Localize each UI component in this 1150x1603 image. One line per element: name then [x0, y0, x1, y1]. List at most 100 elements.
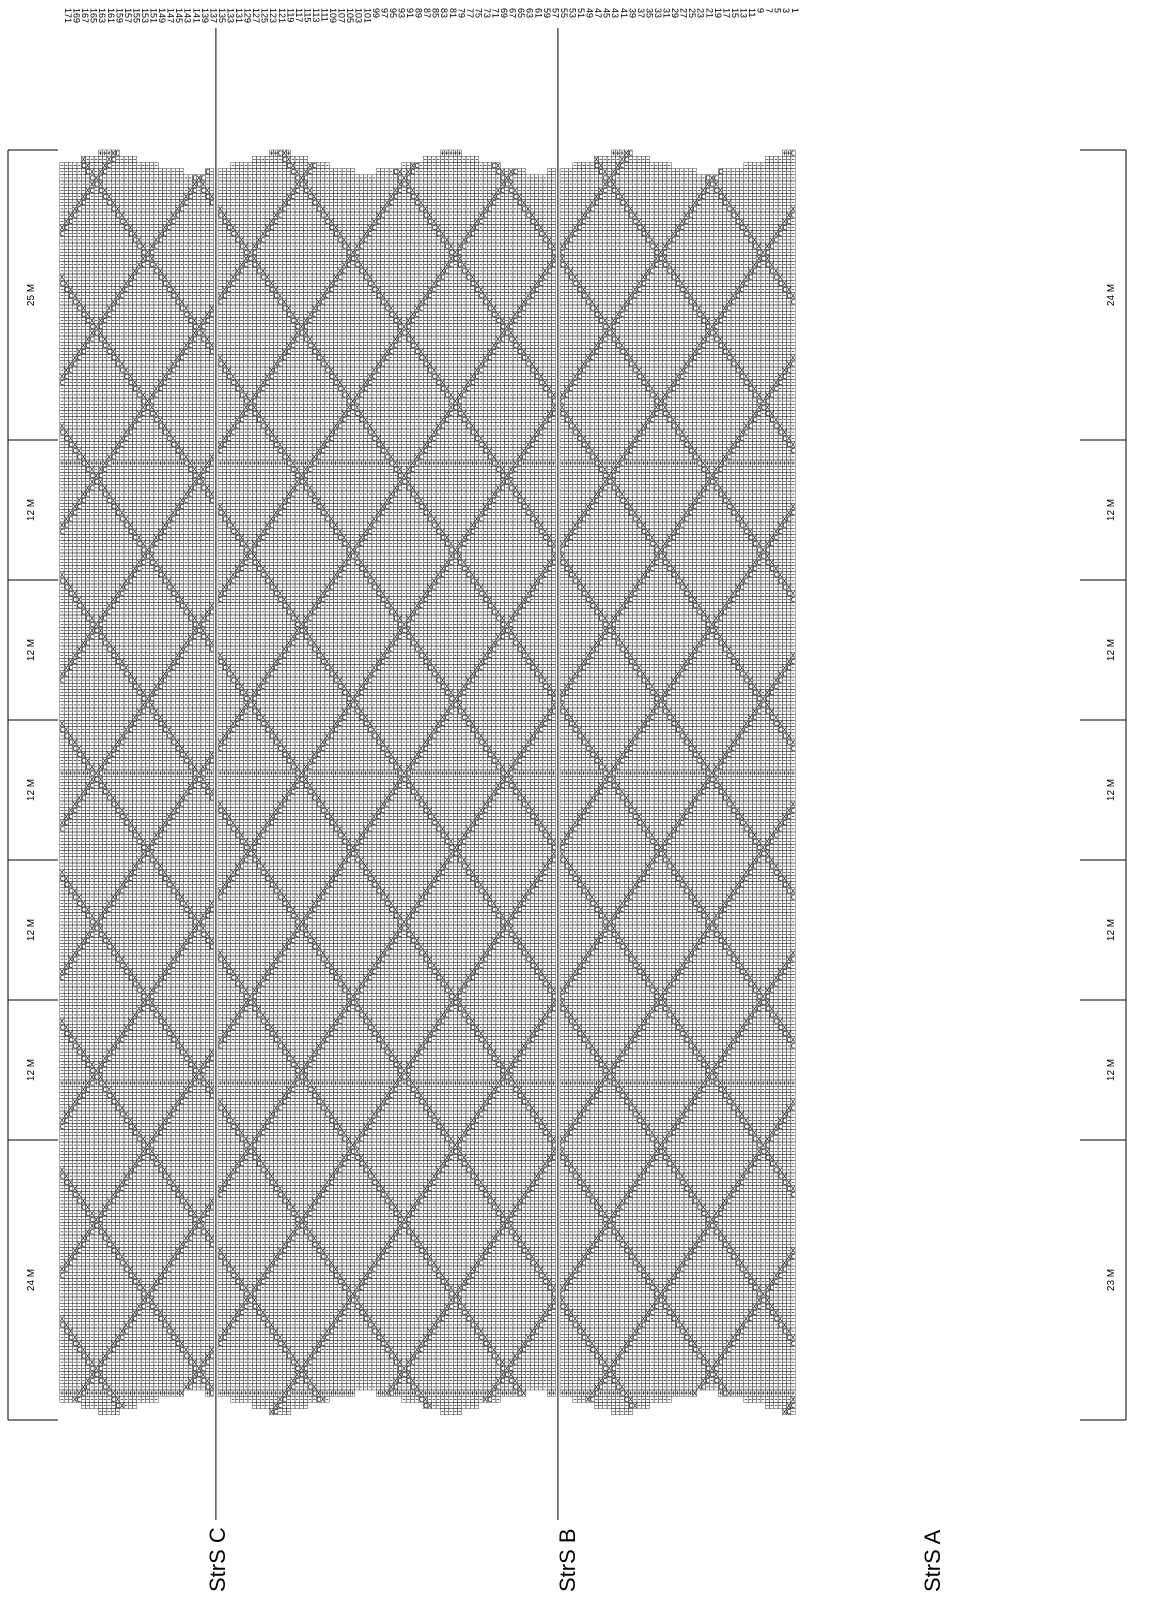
yarn-over-symbol: [78, 1199, 81, 1203]
decrease-symbol: [73, 1397, 76, 1402]
decrease-symbol: [73, 653, 76, 658]
yarn-over-symbol: [78, 455, 81, 459]
stitch-grid: [60, 150, 795, 1415]
yarn-over-symbol: [65, 1118, 68, 1122]
decrease-symbol: [60, 969, 63, 974]
yarn-over-symbol: [73, 1255, 76, 1259]
decrease-symbol: [73, 442, 76, 447]
increase-symbol: [60, 461, 63, 465]
decrease-symbol: [73, 889, 76, 894]
decrease-symbol: [65, 430, 68, 435]
yarn-over-symbol: [69, 889, 72, 893]
decrease-symbol: [77, 349, 80, 354]
yarn-over-symbol: [78, 1100, 81, 1104]
decrease-symbol: [73, 355, 76, 360]
decrease-symbol: [77, 944, 80, 949]
decrease-symbol: [65, 368, 68, 373]
yarn-over-symbol: [69, 442, 72, 446]
yarn-over-symbol: [61, 876, 64, 880]
decrease-symbol: [86, 932, 89, 937]
decrease-symbol: [82, 641, 85, 646]
yarn-over-symbol: [65, 436, 68, 440]
decrease-symbol: [82, 603, 85, 608]
decrease-symbol: [86, 188, 89, 193]
increase-symbol: [73, 1081, 76, 1085]
yarn-over-symbol: [61, 1174, 64, 1178]
increase-symbol: [82, 1081, 85, 1085]
yarn-over-symbol: [73, 362, 76, 366]
yarn-over-symbol: [65, 374, 68, 378]
yarn-over-symbol: [86, 492, 89, 496]
yarn-over-symbol: [78, 356, 81, 360]
yarn-over-symbol: [73, 659, 76, 663]
decrease-symbol: [69, 957, 72, 962]
decrease-symbol: [86, 486, 89, 491]
increase-symbol: [60, 1081, 63, 1085]
decrease-symbol: [69, 1329, 72, 1334]
yarn-over-symbol: [78, 951, 81, 955]
increase-symbol: [73, 1391, 76, 1395]
decrease-symbol: [60, 374, 63, 379]
increase-symbol: [82, 771, 85, 775]
decrease-symbol: [86, 907, 89, 912]
yarn-over-symbol: [82, 201, 85, 205]
yarn-over-symbol: [65, 225, 68, 229]
decrease-symbol: [65, 727, 68, 732]
decrease-symbol: [82, 157, 85, 162]
decrease-symbol: [77, 1044, 80, 1049]
decrease-symbol: [77, 796, 80, 801]
decrease-symbol: [60, 1019, 63, 1024]
yarn-over-symbol: [78, 1248, 81, 1252]
decrease-symbol: [65, 517, 68, 522]
decrease-symbol: [60, 523, 63, 528]
yarn-over-symbol: [73, 957, 76, 961]
decrease-symbol: [86, 634, 89, 639]
decrease-symbol: [60, 225, 63, 230]
decrease-symbol: [77, 1093, 80, 1098]
decrease-symbol: [65, 281, 68, 286]
decrease-symbol: [73, 1335, 76, 1340]
yarn-over-symbol: [82, 1093, 85, 1097]
yarn-over-symbol: [65, 672, 68, 676]
yarn-over-symbol: [82, 461, 85, 465]
yarn-over-symbol: [82, 1391, 85, 1395]
yarn-over-symbol: [65, 1329, 68, 1333]
yarn-over-symbol: [86, 765, 89, 769]
decrease-symbol: [77, 200, 80, 205]
yarn-over-symbol: [73, 213, 76, 217]
yarn-over-symbol: [78, 207, 81, 211]
yarn-over-symbol: [73, 300, 76, 304]
yarn-over-symbol: [73, 808, 76, 812]
yarn-over-symbol: [82, 498, 85, 502]
decrease-symbol: [77, 1192, 80, 1197]
yarn-over-symbol: [61, 827, 64, 831]
yarn-over-symbol: [78, 653, 81, 657]
decrease-symbol: [82, 1385, 85, 1390]
yarn-over-symbol: [65, 821, 68, 825]
decrease-symbol: [86, 337, 89, 342]
decrease-symbol: [65, 579, 68, 584]
decrease-symbol: [82, 343, 85, 348]
yarn-over-symbol: [86, 170, 89, 174]
decrease-symbol: [82, 306, 85, 311]
yarn-over-symbol: [73, 1106, 76, 1110]
increase-symbol: [60, 771, 63, 775]
decrease-symbol: [77, 498, 80, 503]
yarn-over-symbol: [82, 312, 85, 316]
yarn-over-symbol: [65, 969, 68, 973]
yarn-over-symbol: [61, 529, 64, 533]
yarn-over-symbol: [86, 790, 89, 794]
decrease-symbol: [82, 1199, 85, 1204]
increase-symbol: [65, 1391, 68, 1395]
yarn-over-symbol: [61, 281, 64, 285]
decrease-symbol: [86, 163, 89, 168]
yarn-over-symbol: [69, 740, 72, 744]
decrease-symbol: [60, 1168, 63, 1173]
yarn-over-symbol: [73, 1193, 76, 1197]
decrease-symbol: [86, 312, 89, 317]
decrease-symbol: [82, 1087, 85, 1092]
yarn-over-symbol: [86, 318, 89, 322]
decrease-symbol: [82, 789, 85, 794]
yarn-over-symbol: [61, 728, 64, 732]
decrease-symbol: [86, 758, 89, 763]
